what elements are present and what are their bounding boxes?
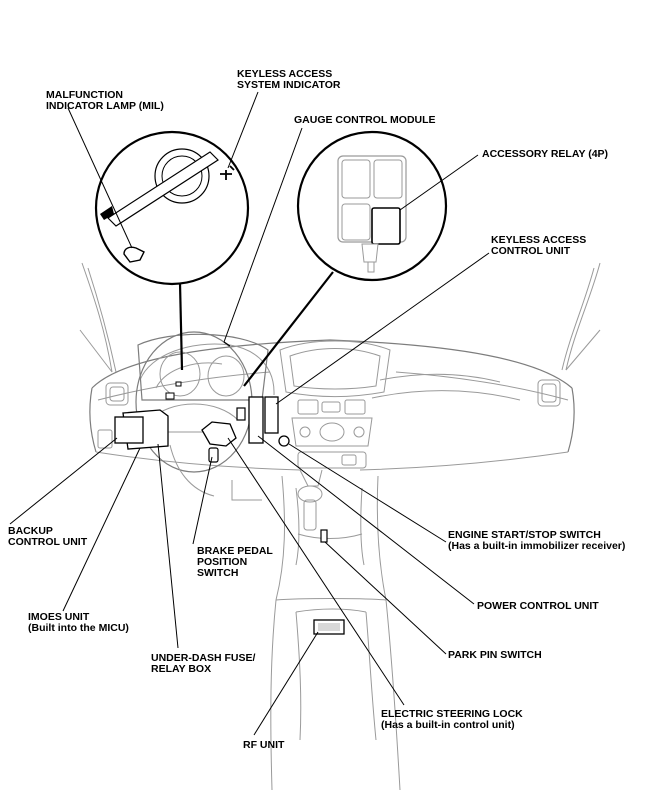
mil-label-line2: INDICATOR LAMP (MIL) — [46, 100, 164, 112]
power-unit-label: POWER CONTROL UNIT — [477, 601, 599, 612]
brake-switch-label-line1: BRAKE PEDAL — [197, 545, 273, 557]
engine-switch-label-line2: (Has a built-in immobilizer receiver) — [448, 540, 626, 552]
backup-unit-label-line2: CONTROL UNIT — [8, 536, 88, 548]
backup-unit-label-line1: BACKUP — [8, 525, 53, 537]
keyless-indicator-label-line2: SYSTEM INDICATOR — [237, 79, 341, 91]
keyless-unit-label-line2: CONTROL UNIT — [491, 245, 571, 257]
detail-connectors — [178, 271, 334, 387]
brake-switch-label-line3: SWITCH — [197, 567, 239, 579]
power-unit-label-line1: POWER CONTROL UNIT — [477, 600, 599, 612]
imoes-unit-label-line2: (Built into the MICU) — [28, 622, 129, 634]
keyless-unit-label-line1: KEYLESS ACCESS — [491, 234, 587, 246]
brake-switch-label-line2: POSITION — [197, 556, 248, 568]
steering-lock-label-line2: (Has a built-in control unit) — [381, 719, 515, 731]
fuse-box-label: UNDER-DASH FUSE/ RELAY BOX — [151, 653, 255, 675]
keyless-indicator-label: KEYLESS ACCESS SYSTEM INDICATOR — [237, 69, 340, 91]
gauge-module-label: GAUGE CONTROL MODULE — [294, 115, 436, 126]
brake-switch-label: BRAKE PEDAL POSITION SWITCH — [197, 546, 273, 579]
gauge-module-label-line1: GAUGE CONTROL MODULE — [294, 114, 436, 126]
center-console — [270, 469, 401, 791]
accessory-relay-label: ACCESSORY RELAY (4P) — [482, 149, 608, 160]
mil-label-line1: MALFUNCTION — [46, 89, 123, 101]
detail-circle-indicators — [94, 130, 250, 286]
engine-switch-label: ENGINE START/STOP SWITCH (Has a built-in… — [448, 530, 625, 552]
mil-label: MALFUNCTION INDICATOR LAMP (MIL) — [46, 90, 164, 112]
imoes-unit-label: IMOES UNIT (Built into the MICU) — [28, 612, 129, 634]
rf-unit-label-line1: RF UNIT — [243, 739, 285, 751]
steering-lock-label: ELECTRIC STEERING LOCK (Has a built-in c… — [381, 709, 523, 731]
rf-unit-label: RF UNIT — [243, 740, 284, 751]
leader-lines — [9, 91, 490, 736]
park-pin-label-line1: PARK PIN SWITCH — [448, 649, 542, 661]
keyless-indicator-label-line1: KEYLESS ACCESS — [237, 68, 333, 80]
accessory-relay-label-line1: ACCESSORY RELAY (4P) — [482, 148, 609, 160]
fuse-box-label-line1: UNDER-DASH FUSE/ — [151, 652, 256, 664]
imoes-unit-label-line1: IMOES UNIT — [28, 611, 90, 623]
under-dash-fuse-box — [114, 409, 169, 450]
park-pin-label: PARK PIN SWITCH — [448, 650, 542, 661]
steering-wheel — [135, 331, 290, 497]
detail-circle-relay — [296, 130, 448, 282]
dashboard — [89, 339, 575, 501]
steering-lock-label-line1: ELECTRIC STEERING LOCK — [381, 708, 523, 720]
keyless-unit-label: KEYLESS ACCESS CONTROL UNIT — [491, 235, 586, 257]
backup-unit-label: BACKUP CONTROL UNIT — [8, 526, 87, 548]
fuse-box-label-line2: RELAY BOX — [151, 663, 212, 675]
cabin-outline — [79, 262, 601, 373]
engine-switch-label-line1: ENGINE START/STOP SWITCH — [448, 529, 601, 541]
